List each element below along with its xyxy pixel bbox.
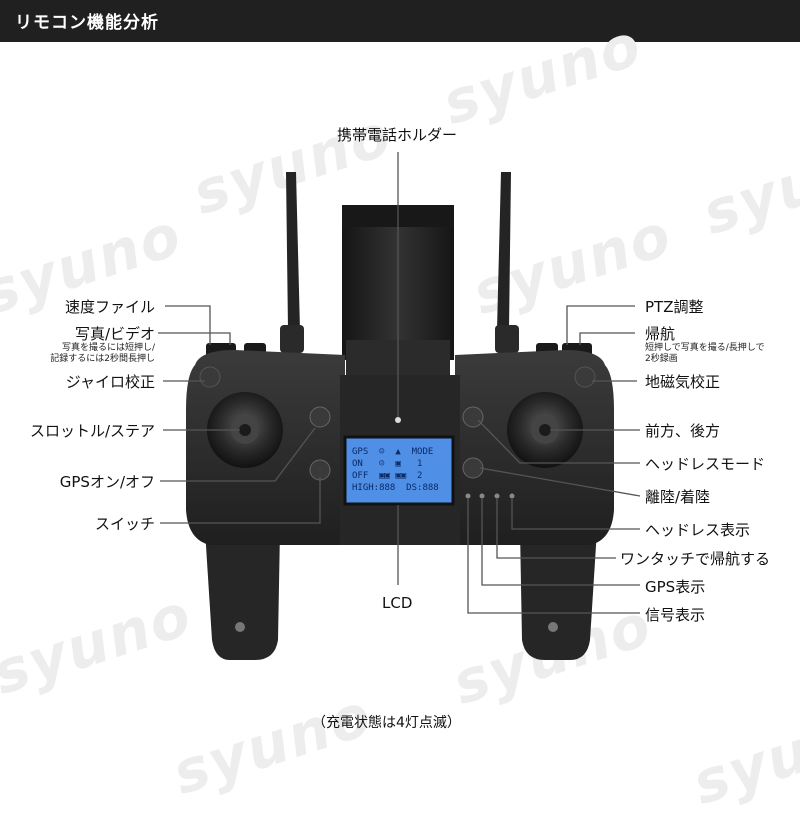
label-gps-display: GPS表示 [645, 578, 706, 596]
remote-controller-diagram [158, 152, 641, 660]
right-antenna [495, 172, 519, 353]
note-photo-video: 写真を撮るには短押し/ [61, 343, 155, 353]
left-antenna [280, 172, 304, 353]
label-ptz: PTZ調整 [645, 298, 704, 316]
label-speed-file: 速度ファイル [64, 298, 155, 316]
throttle-mode-button[interactable] [309, 406, 331, 428]
lcd-row: OFF ▣▣ ▣▣ 2 [352, 471, 423, 481]
label-gyro: ジャイロ校正 [65, 373, 155, 391]
return-led [494, 493, 500, 499]
callout-dot [395, 417, 401, 423]
lcd-screen [343, 435, 455, 506]
label-return: 帰航 [645, 325, 676, 343]
label-takeoff-land: 離陸/着陸 [645, 488, 711, 506]
label-switch: スイッチ [94, 515, 155, 533]
page-title: リモコン機能分析 [15, 13, 159, 33]
left-joystick[interactable] [207, 392, 283, 468]
label-lcd: LCD [382, 594, 413, 612]
label-headless-display: ヘッドレス表示 [645, 521, 751, 539]
gps-led [479, 493, 485, 499]
left-grip [205, 530, 280, 660]
label-compass: 地磁気校正 [645, 373, 721, 391]
lcd-row: ON ☺ ▣ 1 [352, 459, 423, 469]
footer-note: （充電状態は4灯点滅） [312, 715, 461, 731]
note-return: 2秒録画 [645, 354, 678, 364]
lcd-row: GPS ☺ ▲ MODE [352, 447, 434, 457]
right-joystick[interactable] [507, 392, 583, 468]
note-photo-video: 記録するには2秒間長押し [50, 354, 155, 364]
label-fwd-back: 前方、後方 [645, 422, 721, 440]
headless-mode-button[interactable] [462, 406, 484, 428]
note-return: 短押しで写真を撮る/長押しで [645, 343, 765, 353]
right-grip [520, 530, 597, 660]
label-photo-video: 写真/ビデオ [74, 325, 155, 343]
header-bar: リモコン機能分析 [0, 0, 800, 42]
headless-led [509, 493, 515, 499]
signal-led [465, 493, 471, 499]
label-throttle: スロットル/ステア [29, 422, 155, 440]
label-phone-holder: 携帯電話ホルダー [337, 126, 458, 144]
callout-lines [158, 152, 641, 614]
label-gps-onoff: GPSオン/オフ [59, 473, 155, 491]
gyro-calibration-button[interactable] [199, 366, 221, 388]
label-headless-mode: ヘッドレスモード [645, 455, 766, 473]
label-signal-display: 信号表示 [645, 606, 706, 624]
compass-calibration-button[interactable] [574, 366, 596, 388]
lcd-row: HIGH:888 DS:888 [352, 483, 439, 493]
label-one-touch-return: ワンタッチで帰航する [620, 550, 771, 568]
